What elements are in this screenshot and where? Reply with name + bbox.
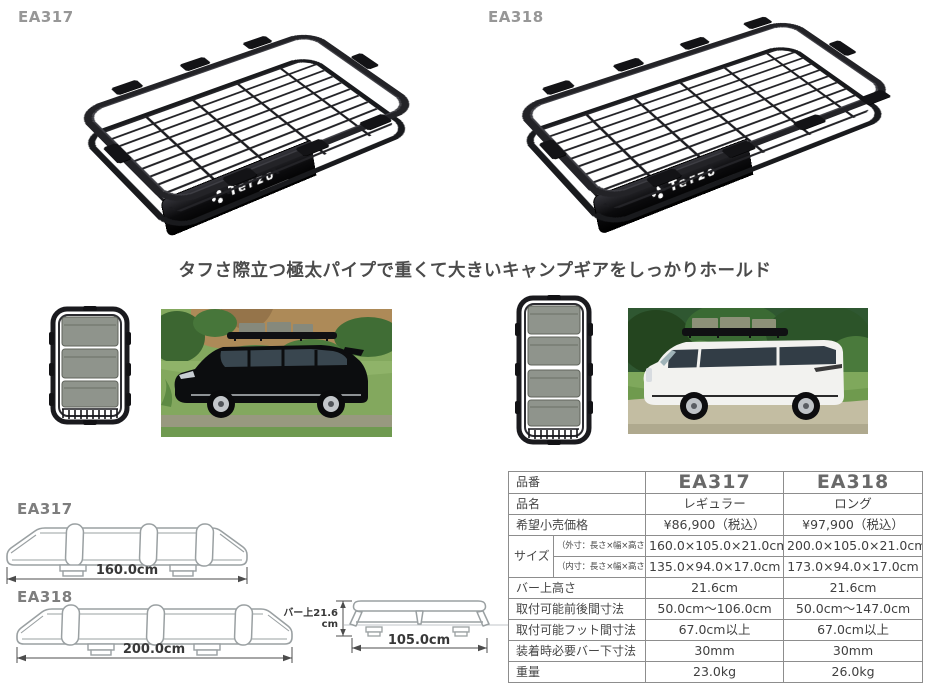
roof-basket: [682, 328, 788, 336]
row-label: 取付可能前後間寸法: [507, 598, 647, 620]
mount-feet: [87, 643, 221, 656]
row-value: 50.0cm～147.0cm: [783, 598, 924, 620]
row-value: 50.0cm～106.0cm: [645, 598, 785, 620]
row-label: 重量: [507, 661, 647, 683]
row-value: 30mm: [783, 640, 924, 662]
table-row-price: 希望小売価格 ¥86,900（税込） ¥97,900（税込）: [507, 514, 924, 536]
topview-diagram-ea318: [515, 295, 593, 445]
row-value: 21.6cm: [645, 577, 785, 599]
row-value: 200.0×105.0×21.0cm: [783, 535, 924, 557]
row-value: 26.0kg: [783, 661, 924, 683]
car-photo-minivan: [628, 308, 868, 434]
row-label: バー上高さ: [507, 577, 647, 599]
dimension-drawing-endview: バー上21.6 cm 105.0cm: [283, 600, 511, 653]
drawing-label-ea318: EA318: [17, 588, 73, 606]
dimension-lines: [16, 647, 293, 663]
row-value: 160.0×105.0×21.0cm: [645, 535, 785, 557]
table-row-size-outer: サイズ （外寸：長さ×幅×高さ） 160.0×105.0×21.0cm 200.…: [508, 535, 924, 578]
row-value: 23.0kg: [645, 661, 785, 683]
roof-basket-ea318: Terzo: [511, 16, 899, 236]
front-wheel: [680, 392, 708, 420]
row-value: ¥97,900（税込）: [783, 514, 924, 536]
table-row-name: 品名 レギュラー ロング: [507, 493, 924, 515]
end-view-rack: [349, 600, 490, 627]
roof-cargo: [692, 317, 776, 329]
dimension-lines: [6, 567, 248, 584]
mesh-floor: [528, 428, 579, 439]
headlight: [646, 368, 652, 382]
drawing-label-ea317: EA317: [17, 500, 73, 518]
row-label: 希望小売価格: [507, 514, 647, 536]
table-row-header: 品番 EA317 EA318: [507, 471, 924, 494]
bar-height-label-line2: cm: [322, 619, 338, 630]
row-label: 品名: [507, 493, 647, 515]
roof-basket-ea317: Terzo: [73, 29, 422, 238]
product-photo-ea318: Terzo: [472, 2, 937, 236]
dimension-drawing-ea317: 160.0cm: [6, 523, 248, 584]
van-windows: [668, 346, 836, 368]
car-photo-suv: [161, 309, 392, 437]
header-ea317: EA317: [645, 471, 785, 494]
table-row-size-inner: （内寸：長さ×幅×高さ） 135.0×94.0×17.0cm 173.0×94.…: [509, 556, 924, 578]
rear-wheel: [792, 392, 820, 420]
headlight: [179, 371, 195, 379]
dimension-drawing-ea318: 200.0cm: [16, 604, 293, 663]
roof-cargo: [239, 322, 313, 333]
rear-wheel: [317, 390, 345, 418]
row-value: 67.0cm以上: [783, 619, 924, 641]
row-value: 173.0×94.0×17.0cm: [783, 556, 924, 578]
straps: [60, 604, 254, 646]
roof-basket: [227, 332, 337, 339]
length-dimension-ea317: 160.0cm: [96, 563, 158, 578]
mount-feet: [365, 626, 470, 637]
product-label-ea317: EA317: [18, 8, 74, 26]
front-wheel: [207, 390, 235, 418]
table-row-weight: 重量 23.0kg 26.0kg: [507, 661, 924, 683]
mesh-floor: [62, 408, 118, 419]
row-value: 30mm: [645, 640, 785, 662]
size-sub-label: （内寸：長さ×幅×高さ）: [552, 556, 647, 578]
row-value: ロング: [783, 493, 924, 515]
spec-table-container: 品番 EA317 EA318 品名 レギュラー ロング 希望小売価格 ¥86,9…: [507, 471, 924, 683]
table-row-bar-clearance: 装着時必要バー下寸法 30mm 30mm: [507, 640, 924, 662]
spec-table: 品番 EA317 EA318 品名 レギュラー ロング 希望小売価格 ¥86,9…: [507, 471, 924, 683]
row-value: 67.0cm以上: [645, 619, 785, 641]
product-label-ea318: EA318: [488, 8, 544, 26]
row-value: 21.6cm: [783, 577, 924, 599]
topview-diagram-ea317: [49, 306, 131, 425]
size-sub-label: （外寸：長さ×幅×高さ）: [552, 535, 647, 557]
bar-height-label-line1: バー上21.6: [283, 606, 338, 619]
product-photo-ea317: Terzo: [28, 14, 463, 244]
table-row-front-rear-span: 取付可能前後間寸法 50.0cm～106.0cm 50.0cm～147.0cm: [507, 598, 924, 620]
length-dimension-ea318: 200.0cm: [123, 642, 185, 657]
diagram-clamps: [49, 306, 131, 425]
row-value: 135.0×94.0×17.0cm: [645, 556, 785, 578]
row-value: レギュラー: [645, 493, 785, 515]
table-row-bar-height: バー上高さ 21.6cm 21.6cm: [507, 577, 924, 599]
diagram-clamps: [515, 295, 593, 445]
cargo-boxes: [61, 316, 119, 408]
row-value: ¥86,900（税込）: [645, 514, 785, 536]
table-row-foot-span: 取付可能フット間寸法 67.0cm以上 67.0cm以上: [507, 619, 924, 641]
row-label: 装着時必要バー下寸法: [507, 640, 647, 662]
width-dimension-lines: [351, 638, 488, 653]
mount-feet: [59, 564, 197, 577]
header-label: 品番: [507, 471, 647, 494]
row-label: 取付可能フット間寸法: [507, 619, 647, 641]
header-ea318: EA318: [783, 471, 924, 494]
size-label: サイズ: [508, 535, 554, 578]
headline: タフさ際立つ極太パイプで重くて大きいキャンプギアをしっかりホールド: [178, 261, 772, 281]
width-dimension-endview: 105.0cm: [388, 633, 450, 648]
